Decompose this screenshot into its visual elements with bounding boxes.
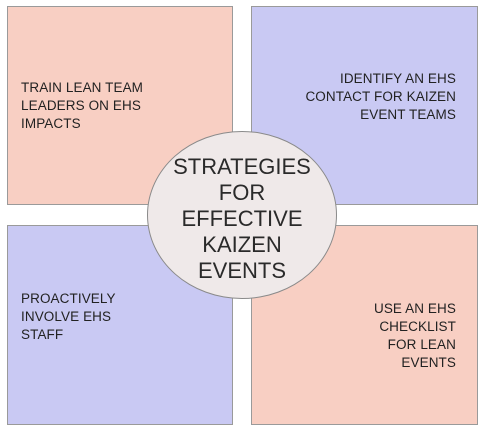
strategy-line: STAFF bbox=[21, 327, 64, 342]
strategy-identify-contact: IDENTIFY AN EHS CONTACT FOR KAIZEN EVENT… bbox=[262, 70, 456, 124]
strategy-line: FOR LEAN bbox=[387, 337, 456, 352]
strategy-line: CHECKLIST bbox=[379, 319, 456, 334]
strategy-line: EVENTS bbox=[401, 355, 456, 370]
center-title-line: KAIZEN bbox=[202, 232, 282, 257]
strategy-line: LEADERS ON EHS bbox=[21, 98, 141, 113]
strategy-train-leaders: TRAIN LEAN TEAM LEADERS ON EHS IMPACTS bbox=[21, 79, 191, 133]
strategy-line: PROACTIVELY bbox=[21, 291, 116, 306]
center-title: STRATEGIES FOR EFFECTIVE KAIZEN EVENTS bbox=[147, 154, 337, 284]
center-title-line: EVENTS bbox=[197, 258, 287, 283]
strategy-line: CONTACT FOR KAIZEN bbox=[305, 89, 456, 104]
center-circle bbox=[147, 131, 337, 299]
strategy-line: TRAIN LEAN TEAM bbox=[21, 80, 144, 95]
strategy-line: IMPACTS bbox=[21, 116, 81, 131]
strategy-line: EVENT TEAMS bbox=[360, 107, 456, 122]
strategy-line: INVOLVE EHS bbox=[21, 309, 112, 324]
center-title-line: EFFECTIVE bbox=[181, 206, 303, 231]
strategy-line: USE AN EHS bbox=[373, 301, 456, 316]
center-title-line: FOR bbox=[218, 180, 266, 205]
strategy-involve-staff: PROACTIVELY INVOLVE EHS STAFF bbox=[21, 290, 191, 344]
strategy-use-checklist: USE AN EHS CHECKLIST FOR LEAN EVENTS bbox=[300, 300, 456, 372]
strategy-line: IDENTIFY AN EHS bbox=[339, 71, 456, 86]
center-title-line: STRATEGIES bbox=[173, 154, 311, 179]
